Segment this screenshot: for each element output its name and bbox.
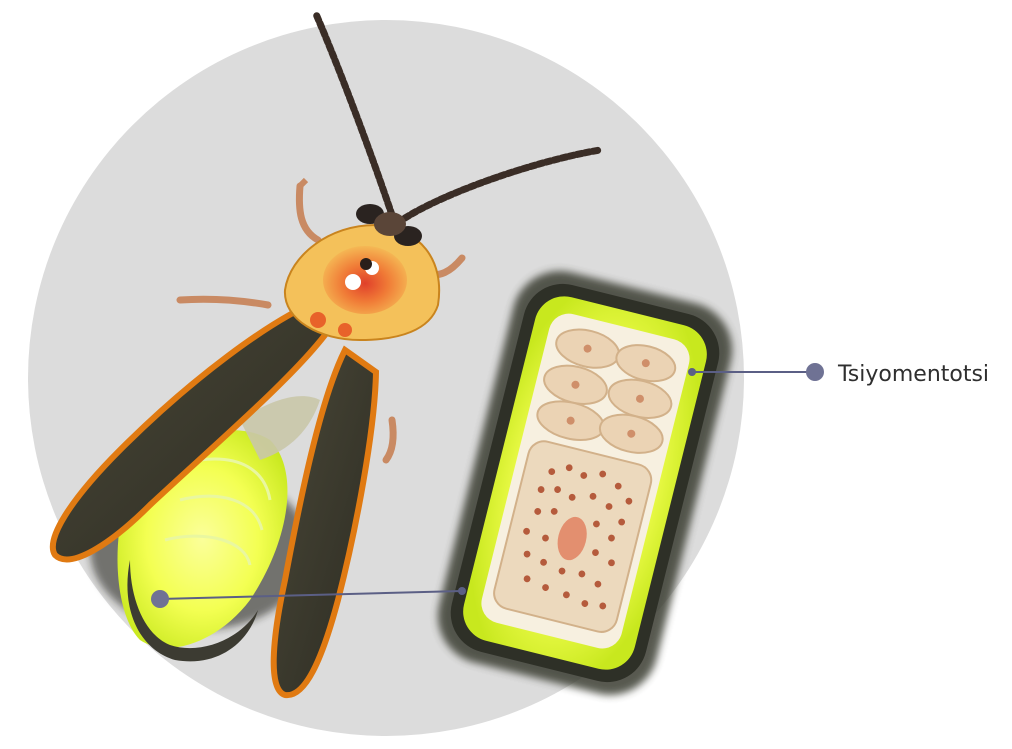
- leader-dot-label: [806, 363, 824, 381]
- leader-dot-abdomen: [151, 590, 169, 608]
- cell-label: Tsiyomentotsi: [837, 362, 989, 387]
- leader-dot-cell-base: [458, 587, 466, 595]
- leader-dot-cell: [688, 368, 696, 376]
